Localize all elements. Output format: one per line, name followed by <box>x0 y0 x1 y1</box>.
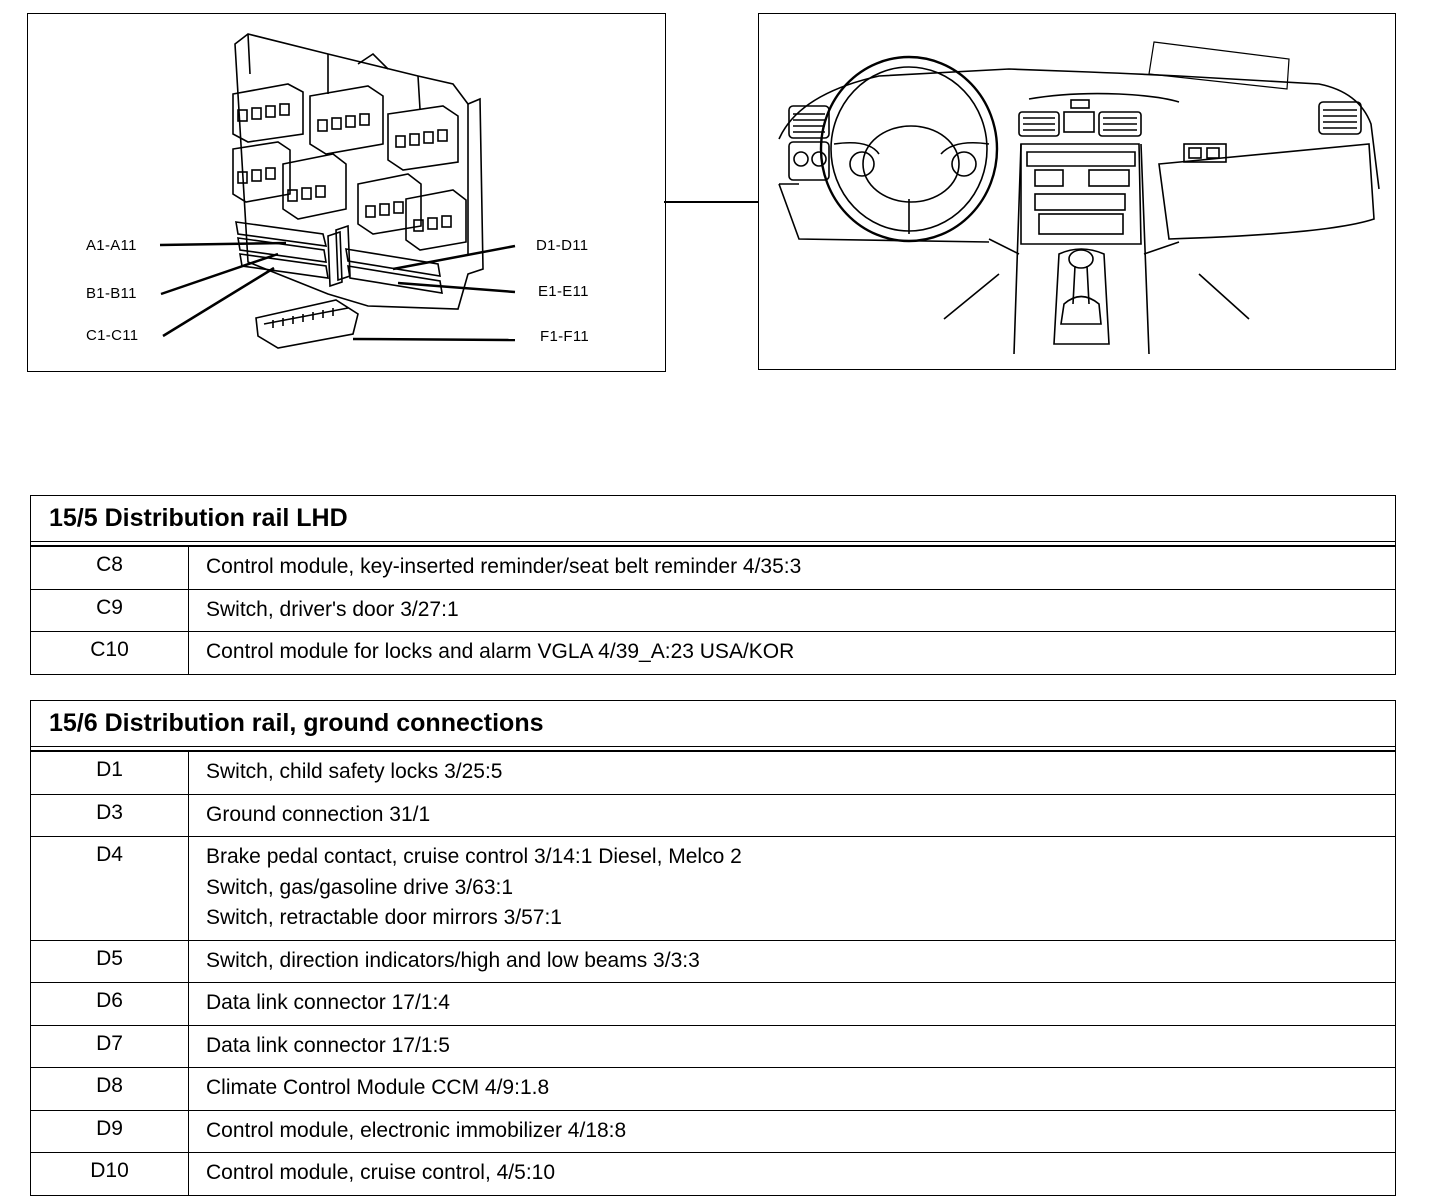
pin-description: Switch, driver's door 3/27:1 <box>189 590 1395 632</box>
pin-description: Control module for locks and alarm VGLA … <box>189 632 1395 674</box>
description-line: Brake pedal contact, cruise control 3/14… <box>206 845 742 868</box>
table-row: D9 Control module, electronic immobilize… <box>31 1109 1395 1153</box>
pin-description: Switch, child safety locks 3/25:5 <box>189 752 1395 794</box>
table-row: D5 Switch, direction indicators/high and… <box>31 939 1395 983</box>
description-line: Switch, driver's door 3/27:1 <box>206 597 459 621</box>
description-line: Switch, gas/gasoline drive 3/63:1 <box>206 875 514 899</box>
callout-f: F1-F11 <box>540 328 590 345</box>
callout-b: B1-B11 <box>86 285 137 302</box>
distribution-rail-lhd-table: 15/5 Distribution rail LHD C8 Control mo… <box>30 495 1396 675</box>
title-divider <box>31 747 1395 751</box>
distribution-rail-ground-table: 15/6 Distribution rail, ground connectio… <box>30 700 1396 1196</box>
pin-code: D5 <box>31 940 189 982</box>
pin-description: Climate Control Module CCM 4/9:1.8 <box>189 1068 1395 1110</box>
pin-code: D6 <box>31 983 189 1025</box>
table-title: 15/5 Distribution rail LHD <box>31 496 1395 542</box>
pin-description: Data link connector 17/1:4 <box>189 983 1395 1025</box>
pin-code: C9 <box>31 589 189 631</box>
pin-description: Ground connection 31/1 <box>189 795 1395 837</box>
description-line: Data link connector 17/1:5 <box>206 1033 450 1057</box>
callout-c: C1-C11 <box>86 327 139 344</box>
table-row: D4 Brake pedal contact, cruise control 3… <box>31 836 1395 940</box>
description-line: Ground connection 31/1 <box>206 802 431 826</box>
description-line: Switch, retractable door mirrors 3/57:1 <box>206 906 562 929</box>
pin-description: Control module, cruise control, 4/5:10 <box>189 1153 1395 1195</box>
panel-connector-line <box>664 201 760 203</box>
table-row: C10 Control module for locks and alarm V… <box>31 631 1395 674</box>
pin-code: C10 <box>31 632 189 674</box>
pin-code: D7 <box>31 1025 189 1067</box>
pin-description: Brake pedal contact, cruise control 3/14… <box>189 837 1395 940</box>
description-line: Control module, cruise control, 4/5:10 <box>206 1161 556 1184</box>
relay-box-illustration <box>159 33 516 349</box>
pin-code: D10 <box>31 1153 189 1195</box>
dashboard-panel <box>758 13 1396 370</box>
description-line: Switch, child safety locks 3/25:5 <box>206 760 503 783</box>
title-divider <box>31 542 1395 546</box>
pin-code: D3 <box>31 794 189 836</box>
description-line: Climate Control Module CCM 4/9:1.8 <box>206 1076 550 1099</box>
description-line: Control module for locks and alarm VGLA … <box>206 640 795 663</box>
pin-description: Control module, key-inserted reminder/se… <box>189 547 1395 589</box>
table-row: D7 Data link connector 17/1:5 <box>31 1024 1395 1068</box>
table-row: D1 Switch, child safety locks 3/25:5 <box>31 751 1395 794</box>
table-title: 15/6 Distribution rail, ground connectio… <box>31 701 1395 747</box>
relay-box-panel: A1-A11 B1-B11 C1-C11 D1-D11 E1-E11 F1-F1… <box>27 13 666 372</box>
table-row: D6 Data link connector 17/1:4 <box>31 982 1395 1025</box>
description-line: Control module, key-inserted reminder/se… <box>206 555 802 578</box>
dashboard-illustration <box>778 41 1380 355</box>
table-row: D10 Control module, cruise control, 4/5:… <box>31 1152 1395 1195</box>
table-row: D3 Ground connection 31/1 <box>31 793 1395 837</box>
callout-a: A1-A11 <box>86 237 137 254</box>
callout-d: D1-D11 <box>536 237 589 254</box>
pin-code: C8 <box>31 547 189 589</box>
pin-description: Control module, electronic immobilizer 4… <box>189 1111 1395 1153</box>
description-line: Control module, electronic immobilizer 4… <box>206 1118 627 1142</box>
callout-e: E1-E11 <box>538 283 589 300</box>
table-row: C9 Switch, driver's door 3/27:1 <box>31 588 1395 632</box>
table-row: D8 Climate Control Module CCM 4/9:1.8 <box>31 1067 1395 1110</box>
pin-code: D8 <box>31 1068 189 1110</box>
description-line: Data link connector 17/1:4 <box>206 991 450 1014</box>
pin-code: D1 <box>31 752 189 794</box>
pin-code: D4 <box>31 837 189 940</box>
description-line: Switch, direction indicators/high and lo… <box>206 948 700 972</box>
pin-description: Switch, direction indicators/high and lo… <box>189 941 1395 983</box>
pin-description: Data link connector 17/1:5 <box>189 1026 1395 1068</box>
table-row: C8 Control module, key-inserted reminder… <box>31 546 1395 589</box>
pin-code: D9 <box>31 1110 189 1152</box>
